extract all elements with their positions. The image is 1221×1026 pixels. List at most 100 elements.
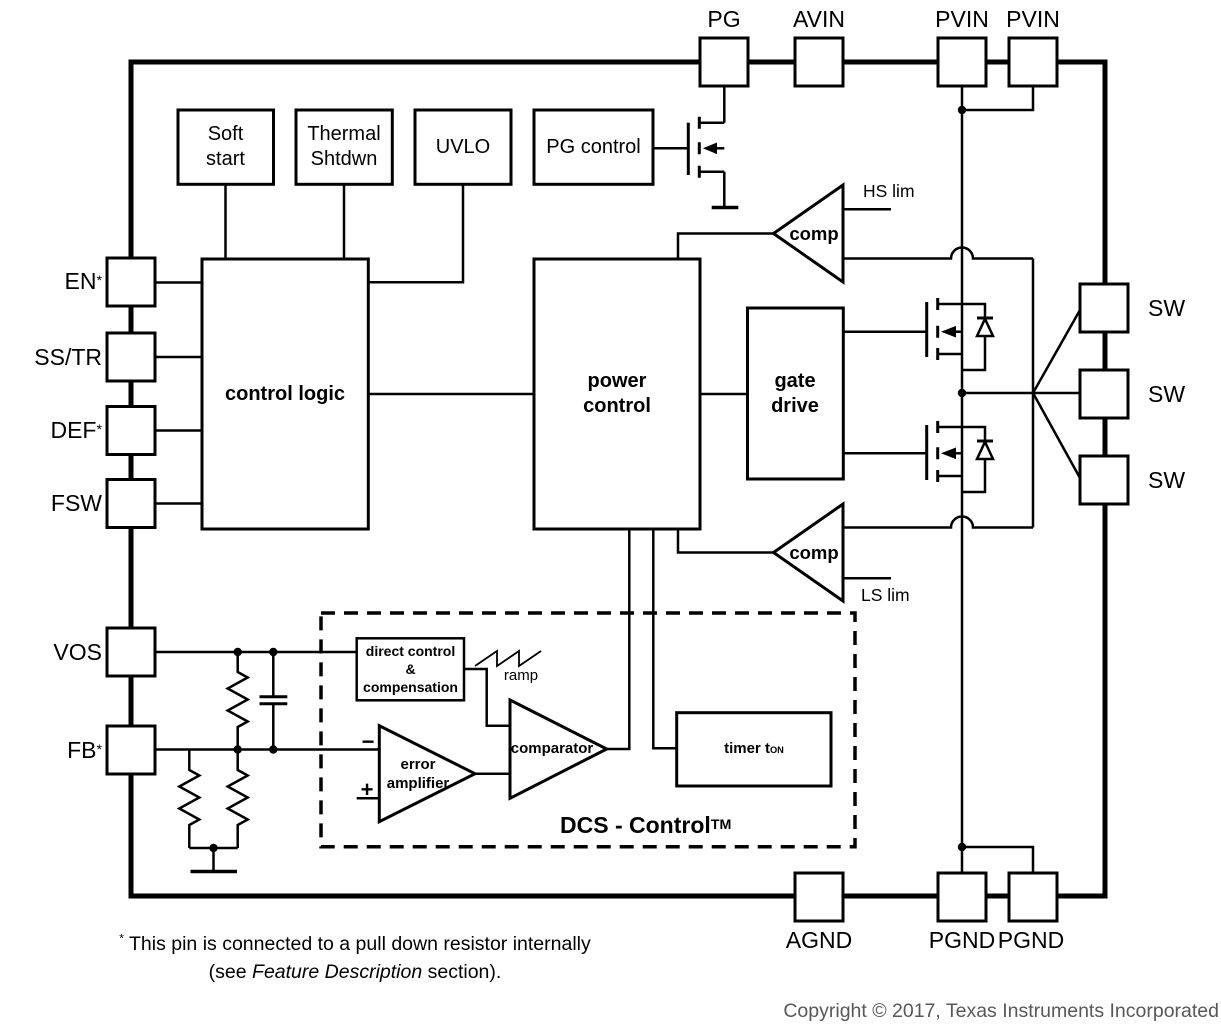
pin-label-agnd: AGND <box>785 926 853 953</box>
pin-label-pg: PG <box>707 5 741 32</box>
pin-square-en <box>105 256 157 308</box>
pg-mosfet <box>686 116 739 210</box>
pin-square-pvin2 <box>1007 36 1059 88</box>
pin-squares <box>105 36 1130 923</box>
junction-dots <box>209 105 967 853</box>
comparator-triangle <box>508 697 611 801</box>
direct-control-block <box>355 637 466 702</box>
junction-fb-cap <box>269 745 278 754</box>
pin-label-fb: FB* <box>67 736 102 763</box>
pin-square-agnd <box>793 871 845 923</box>
pin-label-fsw: FSW <box>50 489 102 516</box>
lsfet-diode-leads <box>962 425 987 494</box>
gate-drive-label: gate drive <box>771 369 819 417</box>
ramp-waveform-icon <box>474 649 542 668</box>
hsfet-diode-leads <box>962 302 987 372</box>
pin-square-fb <box>105 724 157 776</box>
copyright-notice: Copyright © 2017, Texas Instruments Inco… <box>783 1000 1219 1022</box>
hs-power-mosfet <box>925 298 995 372</box>
power-control-block <box>532 257 702 531</box>
junction-fb-r1 <box>233 745 242 754</box>
pin-label-sw1: SW <box>1148 294 1186 321</box>
pin-label-pvin1: PVIN <box>935 5 989 32</box>
power-control-label: power control <box>583 370 651 417</box>
wire-lscomp-out <box>676 529 774 554</box>
pin-square-vos <box>105 626 157 678</box>
pin-square-sw1 <box>1078 282 1130 334</box>
resistor-r3 <box>225 749 251 848</box>
pin-label-pvin2: PVIN <box>1006 5 1060 32</box>
ramp-label: ramp <box>503 666 539 684</box>
pin-square-sstr <box>105 331 157 383</box>
pgfet-arrow <box>703 142 717 155</box>
pin-label-pgnd1: PGND <box>928 926 996 953</box>
feedback-divider <box>176 652 288 874</box>
wire-swnode-to-sw3 <box>1031 392 1082 479</box>
ls-comparator-label: comp <box>789 542 839 564</box>
dcs-control-dashed-box <box>319 611 857 849</box>
pg-control-label: PG control <box>546 135 641 158</box>
wire-powercontrol-to-timer <box>652 529 677 750</box>
soft-start-block <box>176 108 275 186</box>
direct-control-label: direct control & compensation <box>363 642 458 696</box>
junction-pvin <box>957 105 967 115</box>
pin-label-sw3: SW <box>1148 466 1186 493</box>
footnote: * This pin is connected to a pull down r… <box>95 931 615 986</box>
hsfet-diode-triangle <box>975 315 995 338</box>
pgfet-source-lead <box>699 170 726 206</box>
pin-label-pgnd2: PGND <box>997 926 1065 953</box>
wire-ls-sense <box>843 515 1033 529</box>
wire-pvin2-lead <box>962 86 1035 112</box>
erroramp-plus-sign: + <box>360 777 374 803</box>
junction-divider-gnd <box>209 843 218 853</box>
pin-label-sw2: SW <box>1148 380 1186 407</box>
pin-square-pvin1 <box>936 36 988 88</box>
pin-label-sstr: SS/TR <box>34 343 102 370</box>
blocks <box>176 108 845 788</box>
pin-square-avin <box>793 36 845 88</box>
capacitor-plates <box>259 695 288 706</box>
control-logic-block <box>200 257 370 531</box>
pin-square-fsw <box>105 478 157 529</box>
resistor-r1 <box>225 652 251 750</box>
footnote-line2: (see Feature Description section). <box>208 960 502 983</box>
uvlo-block <box>413 108 513 186</box>
thermal-shutdown-label: Thermal Shtdwn <box>307 123 381 170</box>
wire-uvlo-to-controllogic <box>368 184 465 284</box>
timer-ton-block <box>675 711 833 788</box>
hs-lim-label: HS lim <box>863 181 915 202</box>
junction-sw-node <box>957 388 967 398</box>
thermal-shutdown-block <box>294 108 394 186</box>
gate-drive-block <box>746 306 845 481</box>
wires <box>155 86 1082 873</box>
pin-square-pg <box>698 36 750 88</box>
wire-hs-sense <box>843 246 1033 260</box>
pin-square-sw2 <box>1078 368 1130 420</box>
pin-square-pgnd1 <box>936 871 988 923</box>
ls-comparator-triangle <box>770 501 845 604</box>
junction-pgnd <box>957 842 967 852</box>
junction-vos-r1 <box>233 647 242 657</box>
control-logic-label: control logic <box>225 382 345 405</box>
pin-square-pgnd2 <box>1007 871 1059 923</box>
wire-directcontrol-to-comparator <box>464 667 510 727</box>
error-amplifier-label: error amplifier <box>386 755 450 793</box>
ls-lim-label: LS lim <box>861 585 910 606</box>
hs-comparator-triangle <box>770 182 845 285</box>
wire-pgnd2-lead <box>962 845 1035 873</box>
wire-comparator-out <box>606 529 631 751</box>
pin-square-sw3 <box>1078 454 1130 506</box>
hs-comparator-label: comp <box>789 223 839 245</box>
comparator-label: comparator <box>510 740 594 758</box>
wire-hscomp-out <box>676 232 774 259</box>
lsfet-diode-triangle <box>975 438 995 461</box>
error-amplifier-triangle <box>377 723 479 825</box>
erroramp-minus-sign: − <box>361 729 375 755</box>
resistor-r2 <box>176 749 202 848</box>
pg-control-block <box>532 108 655 186</box>
ls-power-mosfet <box>925 421 995 494</box>
